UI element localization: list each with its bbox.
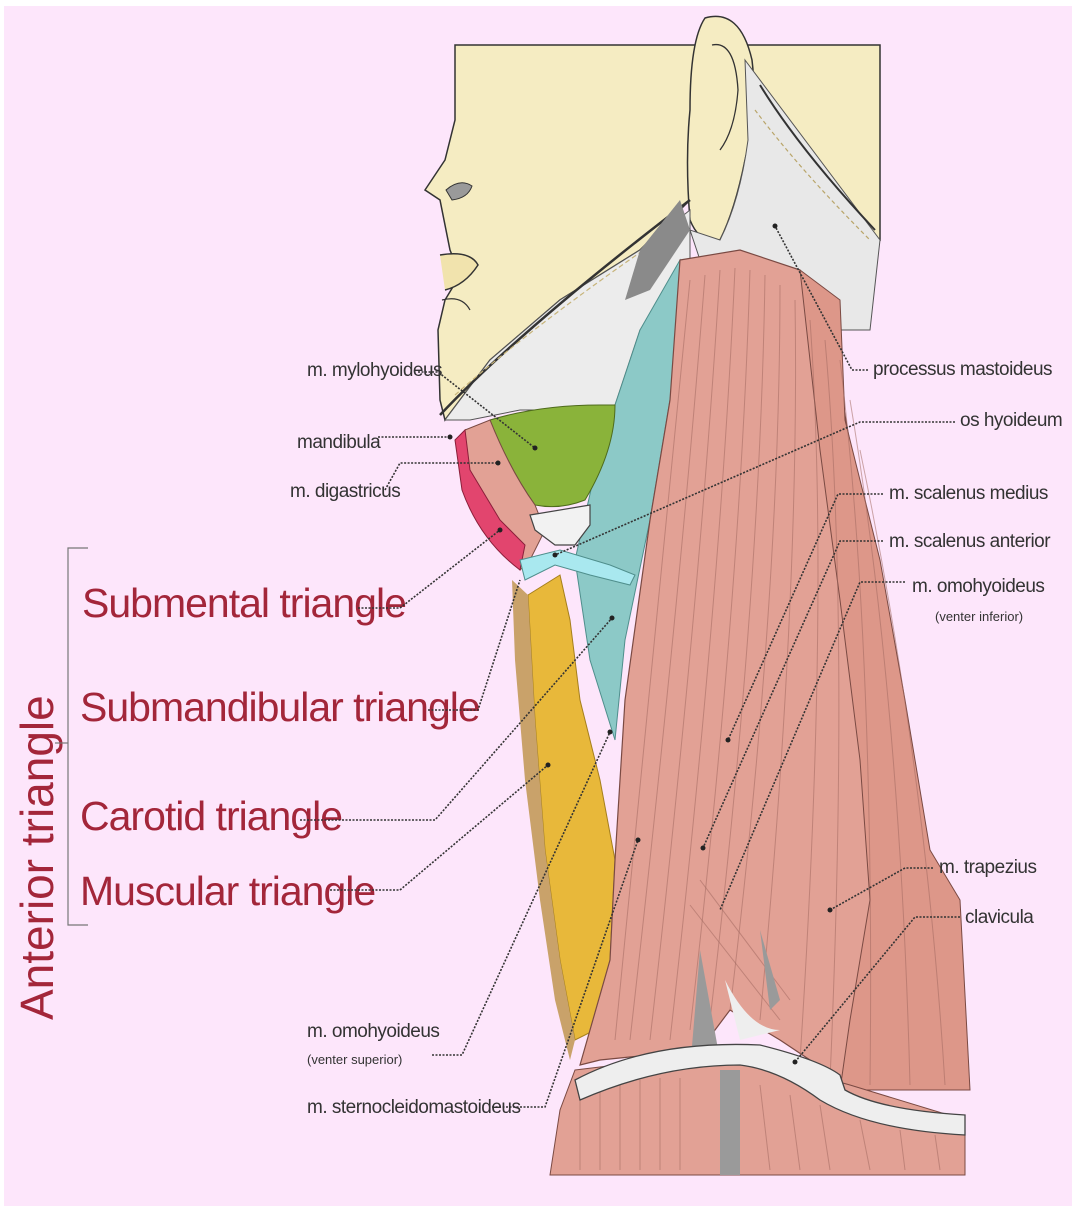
sternocleidomastoideus-label: m. sternocleidomastoideus <box>307 1097 521 1118</box>
omohyoideus-superior-label: m. omohyoideus <box>307 1021 439 1042</box>
omohyoideus-inferior-label: m. omohyoideus <box>912 576 1044 597</box>
os-hyoideum-label: os hyoideum <box>960 410 1062 431</box>
scalenus-anterior-label: m. scalenus anterior <box>889 531 1051 552</box>
omohyoideus-superior-sub: (venter superior) <box>307 1052 402 1067</box>
submandibular-triangle-label: Submandibular triangle <box>80 684 480 730</box>
scalenus-medius-label: m. scalenus medius <box>889 483 1048 504</box>
mandibula-label: mandibula <box>297 432 381 453</box>
submental-triangle-label: Submental triangle <box>82 580 406 626</box>
clavicula-label: clavicula <box>965 907 1034 928</box>
trapezius-label: m. trapezius <box>939 857 1036 878</box>
sternal-gap <box>720 1070 740 1175</box>
digastricus-label: m. digastricus <box>290 481 400 502</box>
muscular-triangle-label: Muscular triangle <box>80 868 375 914</box>
processus-mastoideus-label: processus mastoideus <box>873 359 1052 380</box>
mylohyoideus-label: m. mylohyoideus <box>307 360 442 381</box>
carotid-triangle-label: Carotid triangle <box>80 793 342 839</box>
anterior-triangle-title: Anterior triangle <box>11 695 63 1020</box>
omohyoideus-inferior-sub: (venter inferior) <box>935 609 1023 624</box>
